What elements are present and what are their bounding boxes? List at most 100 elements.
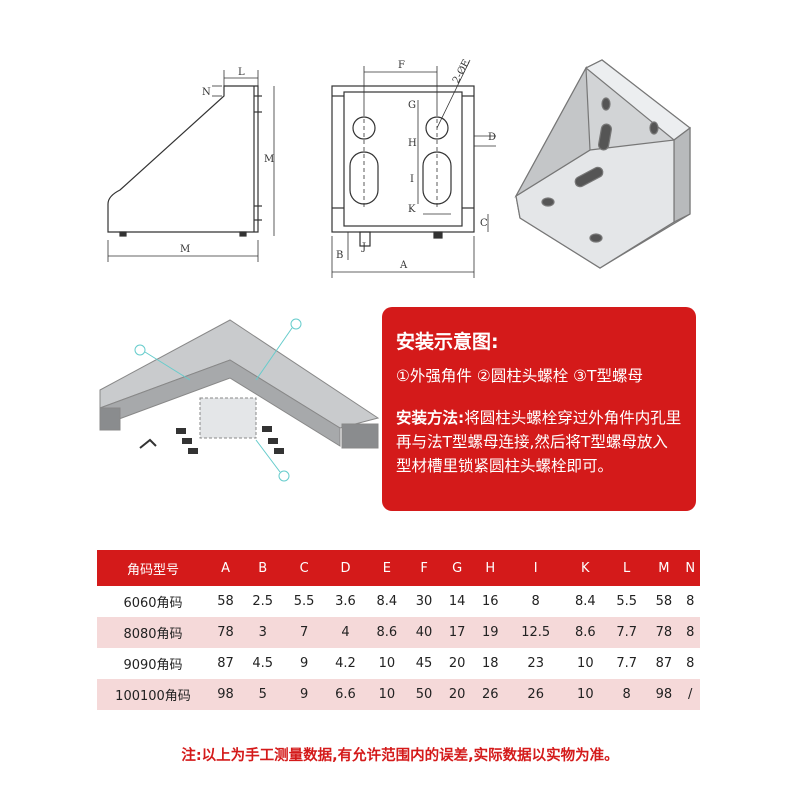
- table-cell: 9: [283, 679, 325, 710]
- dim-label-K: K: [408, 204, 416, 215]
- table-header: F: [407, 550, 441, 586]
- dim-label-C: C: [480, 218, 488, 229]
- table-cell: 4.5: [242, 648, 284, 679]
- dim-label-B: B: [336, 250, 343, 261]
- bracket-3d-render: [514, 59, 691, 269]
- table-header-row: 角码型号 A B C D E F G H I K L M N: [97, 550, 700, 586]
- table-cell: 23: [506, 648, 565, 679]
- dim-label-M-horizontal: M: [180, 244, 190, 255]
- table-cell: 10: [366, 679, 408, 710]
- table-header: G: [440, 550, 474, 586]
- spec-table: 角码型号 A B C D E F G H I K L M N 6060角码 58…: [97, 550, 700, 710]
- table-header: I: [506, 550, 565, 586]
- table-cell: 45: [407, 648, 441, 679]
- table-cell: 40: [407, 617, 441, 648]
- table-cell: 8.6: [366, 617, 408, 648]
- table-cell: 26: [506, 679, 565, 710]
- dim-label-A: A: [399, 260, 408, 271]
- table-cell: 4.2: [324, 648, 367, 679]
- table-header: N: [680, 550, 700, 586]
- callout-1: [134, 344, 191, 381]
- table-cell: 8.4: [366, 586, 408, 617]
- footnote: 注:以上为手工测量数据,有允许范围内的误差,实际数据以实物为准。: [181, 748, 619, 764]
- table-cell: 78: [647, 617, 681, 648]
- table-cell: 87: [209, 648, 243, 679]
- table-cell: 58: [647, 586, 681, 617]
- table-cell: 87: [647, 648, 681, 679]
- front-view-drawing: [331, 59, 496, 278]
- table-header: K: [564, 550, 606, 586]
- table-cell: 98: [209, 679, 243, 710]
- table-cell: 20: [440, 648, 474, 679]
- hex-key-icon: [139, 438, 157, 449]
- table-header: M: [647, 550, 681, 586]
- table-cell: 98: [647, 679, 681, 710]
- table-cell: 10: [564, 679, 606, 710]
- dim-label-I: I: [410, 174, 414, 185]
- table-cell: 6060角码: [97, 586, 209, 617]
- dim-label-G: G: [408, 100, 416, 111]
- table-cell: 10: [366, 648, 408, 679]
- table-header: L: [606, 550, 648, 586]
- table-cell: 14: [440, 586, 474, 617]
- table-header: D: [324, 550, 367, 586]
- table-cell: 3.6: [324, 586, 367, 617]
- table-cell: 9090角码: [97, 648, 209, 679]
- table-cell: 8: [680, 648, 700, 679]
- table-cell: 7.7: [606, 648, 648, 679]
- table-cell: 19: [473, 617, 507, 648]
- table-cell: 8: [680, 617, 700, 648]
- table-cell: 8080角码: [97, 617, 209, 648]
- table-cell: 7: [283, 617, 325, 648]
- info-title: 安装示意图:: [396, 331, 499, 353]
- info-method: 安装方法:将圆柱头螺栓穿过外角件内孔里再与法T型螺母连接,然后将T型螺母放入型材…: [396, 406, 682, 478]
- table-cell: 7.7: [606, 617, 648, 648]
- table-cell: 100100角码: [97, 679, 209, 710]
- table-cell: 12.5: [506, 617, 565, 648]
- table-row: 8080角码 78 3 7 4 8.6 40 17 19 12.5 8.6 7.…: [97, 617, 700, 648]
- table-cell: 8: [506, 586, 565, 617]
- table-header: A: [209, 550, 243, 586]
- dim-label-L: L: [238, 67, 245, 78]
- table-cell: 6.6: [324, 679, 367, 710]
- dim-label-D: D: [488, 132, 496, 143]
- table-row: 9090角码 87 4.5 9 4.2 10 45 20 18 23 10 7.…: [97, 648, 700, 679]
- table-cell: 8: [606, 679, 648, 710]
- dim-label-F: F: [398, 60, 405, 71]
- table-cell: 2.5: [242, 586, 284, 617]
- table-cell: 16: [473, 586, 507, 617]
- table-header: 角码型号: [97, 550, 209, 586]
- table-cell: 58: [209, 586, 243, 617]
- table-cell: 5.5: [606, 586, 648, 617]
- side-view-drawing: [107, 70, 275, 262]
- callout-2: [255, 318, 302, 381]
- table-cell: 8: [680, 586, 700, 617]
- info-parts-list: ①外强角件 ②圆柱头螺栓 ③T型螺母: [396, 367, 644, 385]
- table-header: B: [242, 550, 284, 586]
- table-cell: 9: [283, 648, 325, 679]
- table-cell: 4: [324, 617, 367, 648]
- table-header: H: [473, 550, 507, 586]
- table-row: 100100角码 98 5 9 6.6 10 50 20 26 26 10 8 …: [97, 679, 700, 710]
- table-cell: 8.6: [564, 617, 606, 648]
- table-cell: 18: [473, 648, 507, 679]
- table-cell: 10: [564, 648, 606, 679]
- table-cell: 26: [473, 679, 507, 710]
- dim-label-E: 2-ØE: [451, 58, 473, 85]
- method-text: 将圆柱头螺栓穿过外角件内孔里再与法T型螺母连接,然后将T型螺母放入型材槽里锁紧圆…: [396, 409, 682, 475]
- method-label: 安装方法:: [396, 409, 465, 427]
- table-cell: 5: [242, 679, 284, 710]
- table-cell: 3: [242, 617, 284, 648]
- dim-label-J: J: [361, 242, 366, 253]
- table-row: 6060角码 58 2.5 5.5 3.6 8.4 30 14 16 8 8.4…: [97, 586, 700, 617]
- table-header: C: [283, 550, 325, 586]
- assembly-illustration: [99, 318, 380, 482]
- table-cell: 50: [407, 679, 441, 710]
- technical-drawings: L N M M F 2-ØE G H D I K: [107, 58, 691, 278]
- dim-label-H: H: [408, 138, 417, 149]
- table-cell: 5.5: [283, 586, 325, 617]
- table-cell: 78: [209, 617, 243, 648]
- table-cell: 20: [440, 679, 474, 710]
- bolts-group: [176, 426, 284, 454]
- dim-label-N: N: [202, 87, 211, 98]
